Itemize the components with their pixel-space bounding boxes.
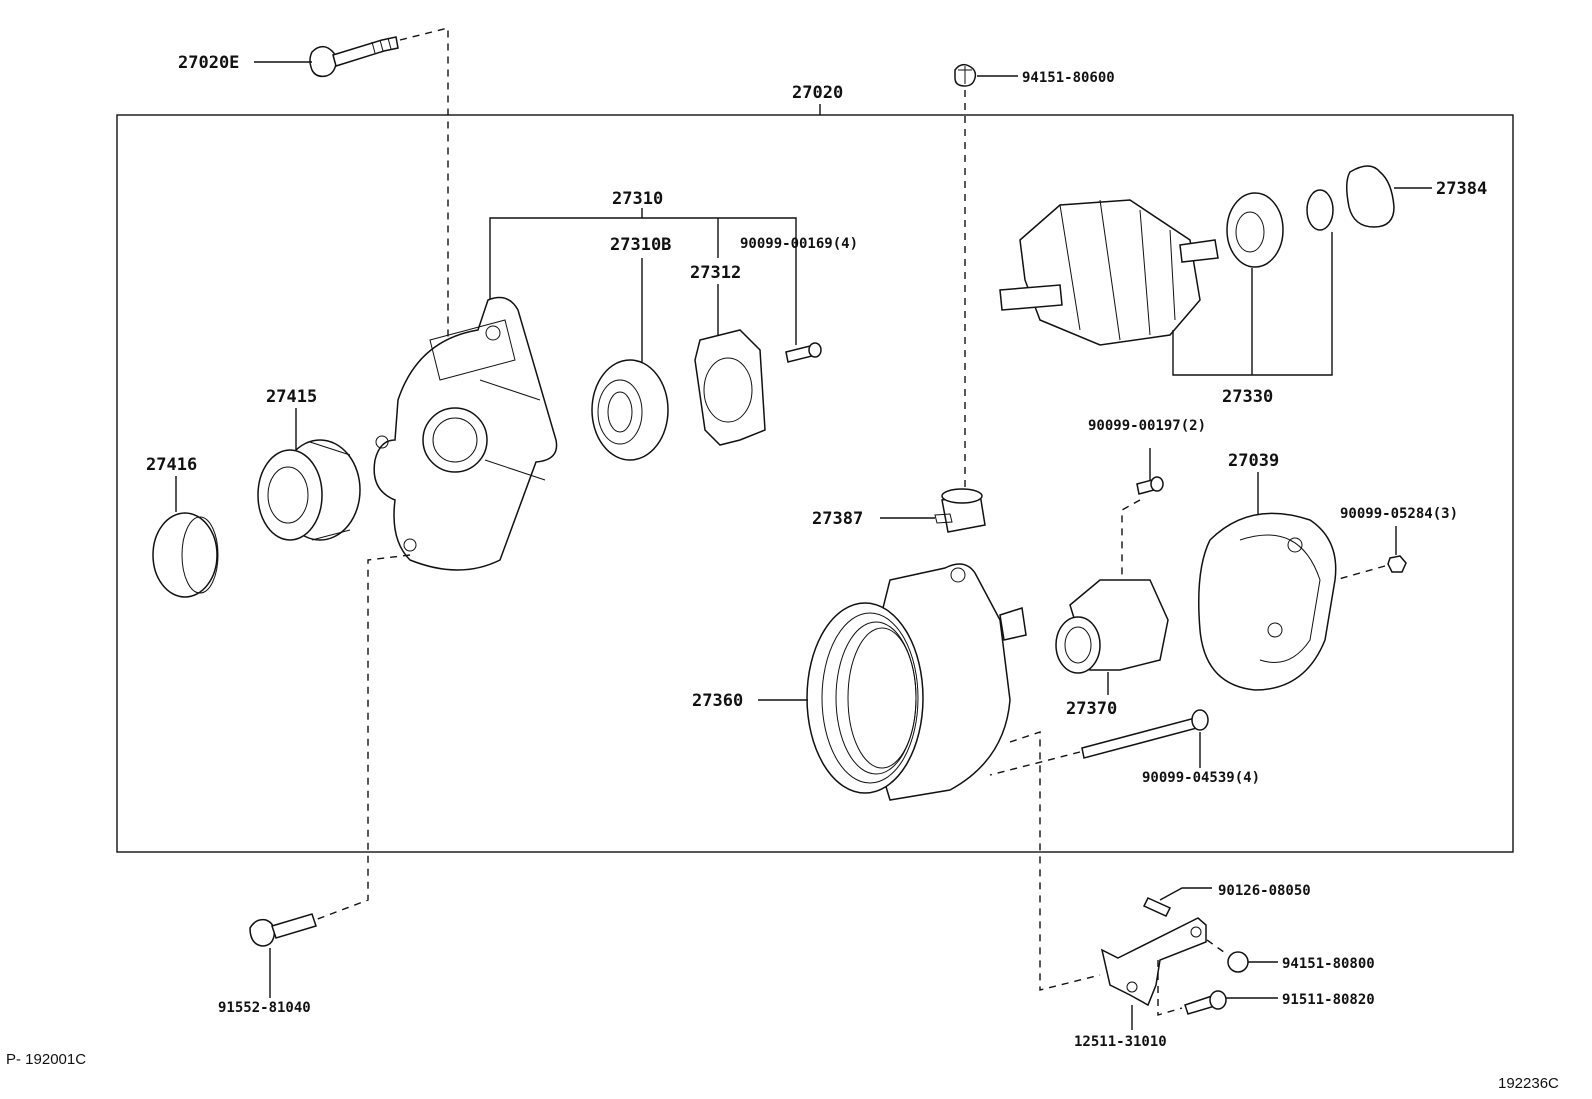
label-90099-00197[interactable]: 90099-00197(2) — [1088, 418, 1206, 434]
nut-bracket-icon — [1227, 951, 1249, 973]
label-27310B[interactable]: 27310B — [610, 235, 671, 255]
rear-bearing-icon — [1226, 192, 1284, 268]
nut-cover-icon — [1387, 555, 1407, 573]
label-90099-00169[interactable]: 90099-00169(4) — [740, 236, 858, 252]
through-bolt-icon — [1081, 709, 1209, 759]
label-27416[interactable]: 27416 — [146, 455, 197, 475]
bearing-retainer-icon — [694, 329, 766, 446]
label-27039[interactable]: 27039 — [1228, 451, 1279, 471]
bolt-bracket-icon — [1184, 990, 1227, 1015]
brush-holder-icon — [1055, 579, 1169, 674]
label-90099-05284[interactable]: 90099-05284(3) — [1340, 506, 1458, 522]
label-90099-04539[interactable]: 90099-04539(4) — [1142, 770, 1260, 786]
label-94151-80800[interactable]: 94151-80800 — [1282, 956, 1375, 972]
stud-icon — [1142, 897, 1172, 917]
label-27020[interactable]: 27020 — [792, 83, 843, 103]
bearing-cover-icon — [1346, 165, 1395, 228]
label-27312[interactable]: 27312 — [690, 263, 741, 283]
drive-end-frame-icon — [373, 296, 558, 571]
stator-housing-icon — [806, 563, 1027, 801]
label-91552-81040[interactable]: 91552-81040 — [218, 1000, 311, 1016]
footer-right-code: 192236C — [1498, 1075, 1559, 1092]
washer-icon — [1306, 189, 1334, 231]
label-27020E[interactable]: 27020E — [178, 53, 239, 73]
label-27387[interactable]: 27387 — [812, 509, 863, 529]
pulley-icon — [257, 439, 361, 541]
bracket-icon — [1100, 917, 1207, 1007]
pulley-cap-icon — [152, 512, 219, 598]
terminal-insulator-icon — [934, 488, 986, 533]
label-27310[interactable]: 27310 — [612, 189, 663, 209]
assembly-box — [116, 114, 1514, 853]
rear-cover-icon — [1198, 512, 1337, 691]
label-27384[interactable]: 27384 — [1436, 179, 1487, 199]
screw-frame-icon — [785, 342, 822, 363]
bolt-91552-81040-icon — [249, 913, 317, 947]
label-27360[interactable]: 27360 — [692, 691, 743, 711]
footer-left-code: P- 192001C — [6, 1051, 86, 1068]
label-94151-80600[interactable]: 94151-80600 — [1022, 70, 1115, 86]
label-27330[interactable]: 27330 — [1222, 387, 1273, 407]
bearing-icon — [591, 359, 669, 461]
nut-94151-80600-icon — [954, 63, 977, 87]
label-27415[interactable]: 27415 — [266, 387, 317, 407]
screw-regulator-icon — [1136, 476, 1164, 495]
label-90126-08050[interactable]: 90126-08050 — [1218, 883, 1311, 899]
bolt-27020E-icon — [309, 36, 399, 78]
label-27370[interactable]: 27370 — [1066, 699, 1117, 719]
label-12511-31010[interactable]: 12511-31010 — [1074, 1034, 1167, 1050]
rotor-icon — [999, 199, 1219, 346]
label-91511-80820[interactable]: 91511-80820 — [1282, 992, 1375, 1008]
